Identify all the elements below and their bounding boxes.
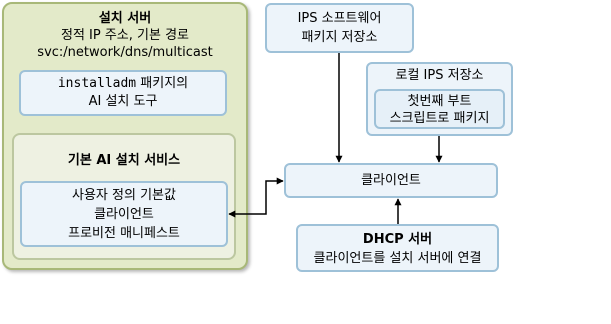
- ips-repo-line2: 패키지 저장소: [301, 30, 378, 45]
- installadm-line1: installadm 패키지의: [21, 75, 225, 93]
- dhcp-server-title: DHCP 서버: [362, 232, 433, 247]
- installadm-command: installadm: [57, 76, 137, 91]
- manifest-line2: 클라이언트: [94, 207, 154, 222]
- ai-service-title: 기본 AI 설치 서비스: [67, 153, 181, 168]
- client-box: 클라이언트: [284, 163, 498, 198]
- manifest-line3: 프로비전 매니페스트: [68, 226, 180, 241]
- install-server-service-path: svc:/network/dns/multicast: [37, 45, 213, 60]
- installadm-line2: AI 설치 도구: [88, 94, 158, 109]
- firstboot-line1: 첫번째 부트: [407, 94, 472, 109]
- first-boot-script-package-box: 첫번째 부트 스크립트로 패키지: [374, 89, 505, 129]
- installadm-line1-suffix: 패키지의: [136, 76, 189, 91]
- local-ips-title: 로컬 IPS 저장소: [395, 68, 484, 83]
- ips-software-repository-box: IPS 소프트웨어 패키지 저장소: [265, 3, 414, 53]
- ips-repo-line1: IPS 소프트웨어: [297, 11, 382, 26]
- manifest-line1: 사용자 정의 기본값: [72, 188, 176, 203]
- dhcp-server-box: DHCP 서버 클라이언트를 설치 서버에 연결: [296, 224, 499, 272]
- client-label: 클라이언트: [361, 173, 421, 188]
- firstboot-line2: 스크립트로 패키지: [389, 111, 490, 126]
- install-server-title: 설치 서버: [98, 11, 152, 26]
- install-server-subtitle: 정적 IP 주소, 기본 경로: [60, 28, 189, 43]
- installadm-package-box: installadm 패키지의 AI 설치 도구: [19, 70, 227, 116]
- dhcp-server-subtitle: 클라이언트를 설치 서버에 연결: [313, 251, 482, 266]
- custom-manifest-box: 사용자 정의 기본값 클라이언트 프로비전 매니페스트: [20, 181, 228, 247]
